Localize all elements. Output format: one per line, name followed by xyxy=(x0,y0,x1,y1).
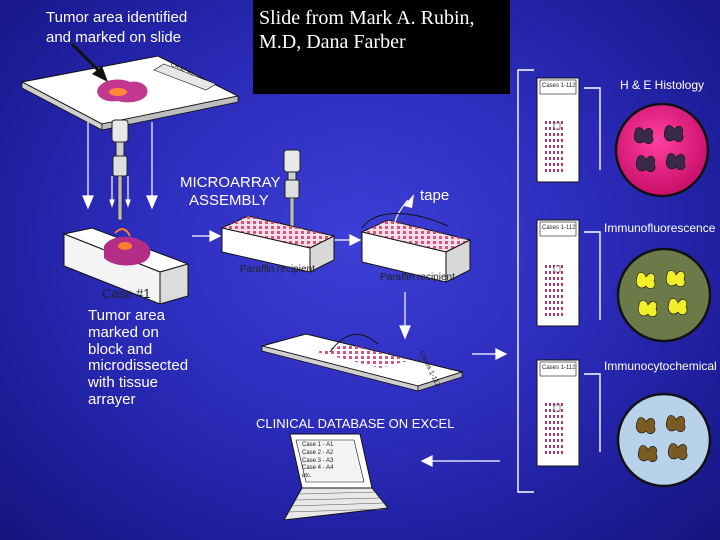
tumor-marked-line: microdissected xyxy=(88,357,189,375)
tissue-cell xyxy=(668,443,688,460)
immunofluorescence-cells xyxy=(636,270,688,317)
tumor-identified-label-1: Tumor area identified xyxy=(46,9,188,26)
laptop xyxy=(283,433,389,521)
database-entry: Case 1 - A1 xyxy=(302,442,334,448)
marked-slide xyxy=(20,42,240,131)
microarray-label-1: MICROARRAY xyxy=(180,174,281,191)
he-circle xyxy=(614,102,710,198)
tumor-marked-line: block and xyxy=(88,340,153,358)
tumor-marked-line: with tissue xyxy=(88,374,159,392)
stain-title-immunocytochemical: Immunocytochemical xyxy=(604,359,717,373)
tissue-cell xyxy=(636,272,656,289)
array-slide xyxy=(260,333,464,392)
flow-arrows xyxy=(82,122,508,467)
tissue-block xyxy=(62,227,190,305)
tissue-cell xyxy=(668,298,688,315)
tumor-marked-line: marked on xyxy=(88,323,159,341)
immunocytochemical-circle xyxy=(616,392,712,488)
tissue-cell xyxy=(636,417,656,434)
paraffin-label-1: Paraffin recipient xyxy=(240,264,315,275)
immunofluorescence-circle xyxy=(616,247,712,343)
tumor-marked-text: Tumor area marked on block and microdiss… xyxy=(88,307,189,409)
tumor-marked-line: Tumor area xyxy=(88,307,165,324)
tissue-cell xyxy=(666,415,686,432)
tissue-cell xyxy=(666,270,686,287)
database-entry: Case 3 - A3 xyxy=(302,457,334,464)
paraffin-label-2: Paraffin recipient xyxy=(380,272,455,283)
tumor-marked-line: arrayer xyxy=(88,390,136,408)
tissue-cell xyxy=(634,127,654,144)
paraffin-block-2 xyxy=(360,194,472,283)
stained-slide-2 xyxy=(536,219,580,327)
he-cells xyxy=(634,125,686,172)
punch-needle-2 xyxy=(283,149,301,231)
tissue-cell xyxy=(638,300,658,317)
database-entry: Case 4 - A4 xyxy=(302,465,334,472)
stain-title-he: H & E Histology xyxy=(620,78,705,92)
tissue-cell xyxy=(638,445,658,462)
database-entries: Case 1 - A1 Case 2 - A2 Case 3 - A3 Case… xyxy=(302,442,333,481)
immunocytochemical-cells xyxy=(636,415,688,462)
stain-title-immunofluorescence: Immunofluorescence xyxy=(604,221,716,235)
tissue-cell xyxy=(636,155,656,172)
tissue-cell xyxy=(664,125,684,142)
microarray-label-2: ASSEMBLY xyxy=(189,192,269,209)
punch-needle-1 xyxy=(111,119,129,221)
tumor-identified-label-2: and marked on slide xyxy=(46,29,182,46)
paraffin-block-1 xyxy=(220,215,336,273)
database-entry: etc. xyxy=(302,473,312,480)
stained-slide-tag-3: Cases 1-112 xyxy=(542,365,576,371)
tissue-cell xyxy=(666,153,686,170)
tape-label: tape xyxy=(420,187,450,204)
stained-slide-3 xyxy=(536,359,580,467)
stained-slide-tag-1: Cases 1-112 xyxy=(542,83,576,89)
stained-slide-tag-2: Cases 1-112 xyxy=(542,225,576,231)
clinical-database-label: CLINICAL DATABASE ON EXCEL xyxy=(256,416,455,431)
credit-caption: Slide from Mark A. Rubin, M.D, Dana Farb… xyxy=(253,0,510,94)
result-bracket xyxy=(517,69,601,493)
stained-slide-1 xyxy=(536,77,580,183)
database-entry: Case 2 - A2 xyxy=(302,449,334,456)
case-block-label: Case #1 xyxy=(102,286,151,301)
